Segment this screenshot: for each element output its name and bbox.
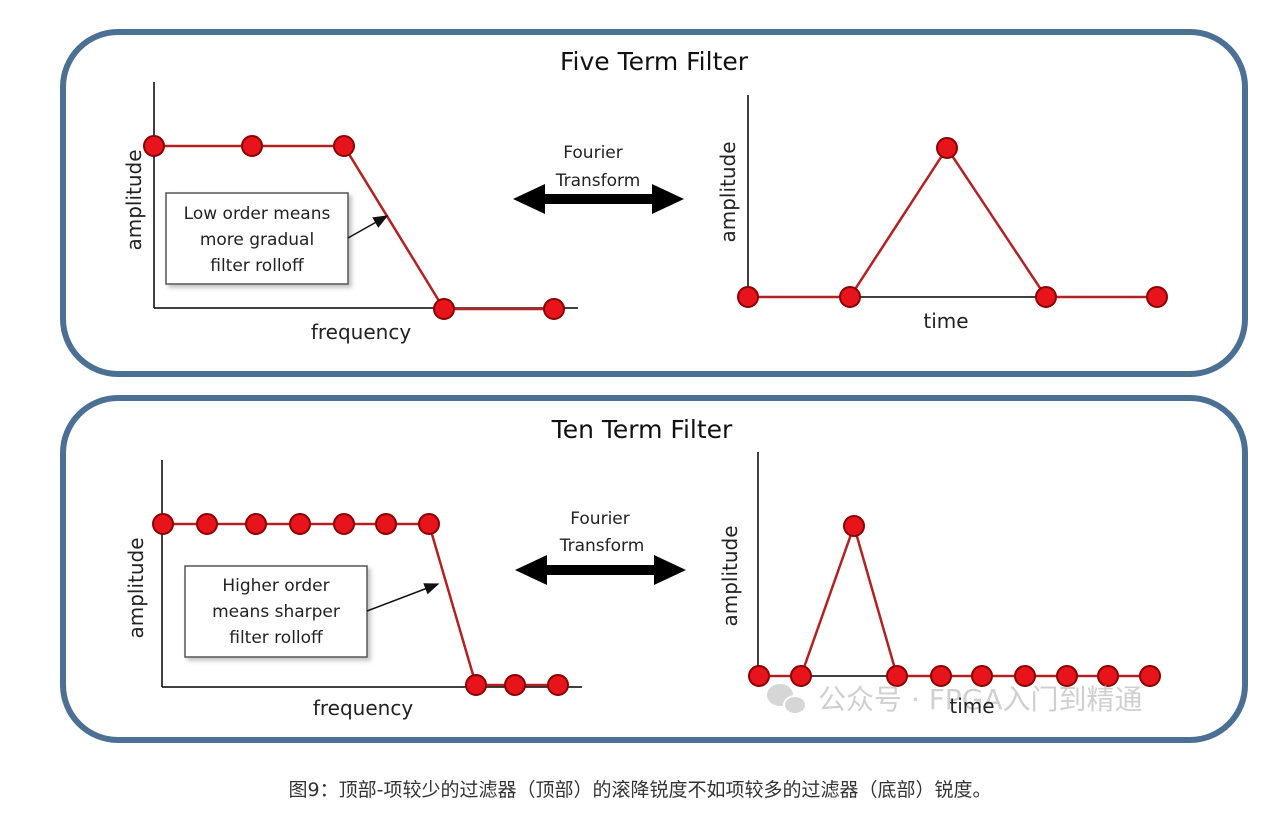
five-term-time-axes	[747, 95, 1160, 298]
five-term-note: Low order means more gradual filter roll…	[165, 192, 389, 285]
ten-time-point-8	[1056, 665, 1078, 687]
watermark: 公众号 · FPGA入门到精通	[767, 683, 1143, 716]
ten-freq-point-3	[245, 513, 267, 535]
ten-term-time-curve	[748, 515, 1161, 687]
five-time-point-4	[1035, 286, 1057, 308]
ten-term-time-xlabel: time	[949, 694, 994, 718]
ten-term-transform-line-1: Fourier	[570, 509, 630, 529]
ten-term-title: Ten Term Filter	[551, 415, 733, 444]
five-freq-point-4	[433, 298, 455, 320]
five-time-series-line	[748, 145, 1157, 299]
ten-freq-point-6	[375, 513, 397, 535]
ten-term-double-arrow	[515, 555, 686, 585]
ten-term-note-line-3: filter rolloff	[229, 628, 324, 648]
ten-time-point-10	[1139, 665, 1161, 687]
five-term-frequency-ylabel: amplitude	[122, 149, 146, 250]
five-term-frequency-xlabel: frequency	[311, 320, 411, 344]
watermark-text: 公众号 · FPGA入门到精通	[818, 683, 1143, 716]
five-term-time-ylabel: amplitude	[716, 141, 740, 242]
ten-term-frequency-curve	[152, 513, 569, 696]
ten-term-note: Higher order means sharper filter rollof…	[184, 565, 440, 658]
ten-freq-point-10	[547, 674, 569, 696]
five-term-time-curve	[737, 137, 1168, 308]
five-term-transform-line-2: Transform	[555, 171, 641, 191]
five-time-point-2	[839, 286, 861, 308]
five-time-point-3	[936, 137, 958, 159]
five-time-point-5	[1146, 286, 1168, 308]
ten-freq-point-5	[333, 513, 355, 535]
ten-time-point-4	[886, 665, 908, 687]
figure-caption: 图9：顶部-项较少的过滤器（顶部）的滚降锐度不如项较多的过滤器（底部）锐度。	[288, 779, 992, 801]
ten-term-frequency-xlabel: frequency	[313, 696, 413, 720]
ten-freq-point-4	[289, 513, 311, 535]
ten-freq-point-8	[465, 674, 487, 696]
ten-term-frequency-ylabel: amplitude	[124, 537, 148, 638]
ten-freq-point-2	[196, 513, 218, 535]
ten-time-point-9	[1097, 665, 1119, 687]
wechat-icon	[767, 684, 807, 715]
ten-time-point-2	[790, 665, 812, 687]
ten-freq-point-7	[418, 513, 440, 535]
ten-time-series-line	[759, 521, 1150, 678]
ten-freq-point-9	[504, 674, 526, 696]
five-term-transform-line-1: Fourier	[563, 143, 623, 163]
ten-term-transform: Fourier Transform	[515, 509, 686, 585]
five-term-double-arrow	[513, 184, 684, 214]
ten-term-note-line-1: Higher order	[222, 576, 329, 596]
five-freq-point-1	[143, 135, 165, 157]
ten-term-time-axes	[757, 452, 1152, 677]
ten-freq-series-line	[163, 522, 558, 687]
five-freq-point-2	[241, 135, 263, 157]
ten-time-point-5	[930, 665, 952, 687]
ten-time-point-1	[748, 665, 770, 687]
ten-time-point-3	[843, 515, 865, 537]
five-time-point-1	[737, 286, 759, 308]
five-freq-point-3	[333, 135, 355, 157]
five-term-note-line-3: filter rolloff	[210, 256, 305, 276]
ten-term-note-line-2: means sharper	[212, 602, 340, 622]
five-term-note-line-2: more gradual	[200, 230, 314, 250]
ten-term-transform-line-2: Transform	[559, 536, 645, 556]
ten-term-time-ylabel: amplitude	[718, 525, 742, 626]
five-freq-point-5	[543, 298, 565, 320]
five-term-transform: Fourier Transform	[513, 143, 684, 214]
five-term-note-line-1: Low order means	[184, 204, 331, 224]
five-term-title: Five Term Filter	[560, 47, 749, 76]
five-term-time-xlabel: time	[923, 309, 968, 333]
ten-time-point-6	[971, 665, 993, 687]
ten-time-point-7	[1014, 665, 1036, 687]
ten-freq-point-1	[152, 513, 174, 535]
five-term-frequency-curve	[143, 135, 565, 320]
